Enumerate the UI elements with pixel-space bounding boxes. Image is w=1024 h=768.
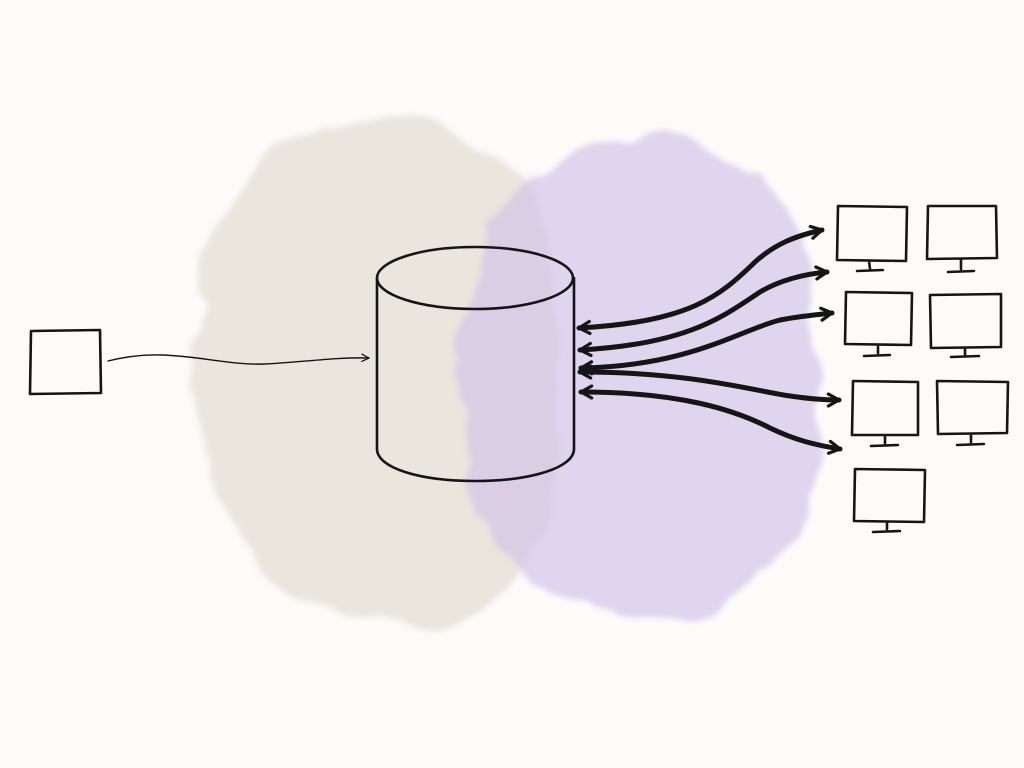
monitor-icon xyxy=(843,290,914,358)
monitor-icon xyxy=(925,204,999,274)
monitor-icon xyxy=(935,379,1010,447)
sync-arrows xyxy=(576,224,843,455)
source-box xyxy=(28,328,103,396)
sync-arrow xyxy=(578,306,835,376)
watercolor-blob-left xyxy=(198,121,563,634)
watercolor-blob-right xyxy=(463,137,826,621)
monitor-icon xyxy=(928,292,1003,359)
monitor-icon xyxy=(835,204,909,273)
ingest-arrow xyxy=(107,353,370,365)
monitor-icon xyxy=(850,379,920,448)
monitor-icon xyxy=(852,467,927,534)
sync-arrow xyxy=(578,384,843,455)
client-monitors xyxy=(835,204,1010,534)
database-cylinder xyxy=(375,245,576,483)
